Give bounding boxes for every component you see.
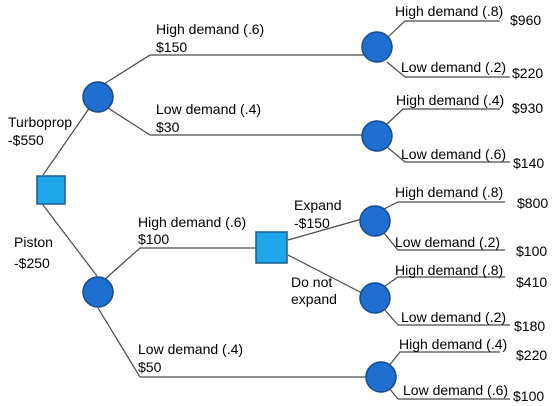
turboprop-high-label: High demand (.6): [156, 21, 264, 37]
branch-no-expand-low: [384, 309, 510, 326]
piston-low-high-label: High demand (.4): [399, 336, 507, 352]
piston-low-low-payoff: $100: [513, 388, 544, 404]
tree-labels: Turboprop -$550 Piston -$250 High demand…: [8, 3, 548, 404]
expand-low-payoff: $100: [516, 243, 547, 259]
piston-high-label: High demand (.6): [138, 214, 246, 230]
tree-branches: [42, 20, 510, 400]
turboprop-cost: -$550: [8, 132, 44, 148]
no-expand-chance-node: [359, 282, 391, 314]
turboprop-low-label: Low demand (.4): [156, 101, 261, 117]
no-expand-high-label: High demand (.8): [395, 262, 503, 278]
piston-low-high-payoff: $220: [516, 347, 547, 363]
piston-low-value: $50: [138, 359, 162, 375]
branch-piston-low-low: [388, 387, 510, 400]
expand-low-label: Low demand (.2): [395, 234, 500, 250]
piston-low-chance-node: [365, 361, 397, 393]
piston-low-low-label: Low demand (.6): [403, 382, 508, 398]
turboprop-low-high-label: High demand (.4): [396, 92, 504, 108]
branch-expand-low: [383, 232, 505, 251]
piston-cost: -$250: [14, 255, 50, 271]
turboprop-high-low-label: Low demand (.2): [401, 59, 506, 75]
branch-expand-high: [383, 201, 505, 210]
piston-label: Piston: [14, 234, 53, 250]
no-expand-high-payoff: $410: [516, 274, 547, 290]
turboprop-low-chance-node: [361, 120, 393, 152]
branch-turboprop-high-high: [386, 20, 500, 39]
expand-chance-node: [359, 205, 391, 237]
turboprop-low-low-payoff: $140: [513, 155, 544, 171]
turboprop-high-high-payoff: $960: [510, 12, 541, 28]
piston-chance-node: [82, 276, 114, 308]
no-expand-low-payoff: $180: [514, 318, 545, 334]
branch-root-piston: [42, 204, 98, 277]
turboprop-high-chance-node: [361, 31, 393, 63]
branch-turboprop-high-low: [386, 61, 510, 78]
branch-turboprop-low: [107, 107, 377, 136]
turboprop-low-value: $30: [156, 119, 180, 135]
piston-low-label: Low demand (.4): [138, 341, 243, 357]
expand-cost: -$150: [294, 215, 330, 231]
expand-decision-node: [255, 231, 288, 264]
expand-high-label: High demand (.8): [395, 184, 503, 200]
turboprop-high-low-payoff: $220: [512, 65, 543, 81]
branch-turboprop-low-high: [386, 108, 500, 125]
branch-turboprop-low-low: [386, 146, 510, 163]
piston-high-value: $100: [138, 231, 169, 247]
no-expand-label-line1: Do not: [291, 274, 332, 290]
branch-piston-high: [103, 247, 256, 281]
turboprop-low-high-payoff: $930: [512, 100, 543, 116]
root-decision-node: [36, 175, 66, 205]
turboprop-high-value: $150: [156, 39, 187, 55]
branch-root-turboprop: [42, 96, 98, 176]
tree-nodes: [36, 31, 397, 393]
turboprop-high-high-label: High demand (.8): [395, 3, 503, 19]
branch-piston-low-high: [387, 351, 500, 368]
no-expand-label-line2: expand: [291, 291, 337, 307]
branch-turboprop-high: [103, 54, 377, 85]
branch-piston-low: [97, 307, 367, 378]
turboprop-label: Turboprop: [8, 114, 72, 130]
expand-high-payoff: $800: [517, 195, 548, 211]
no-expand-low-label: Low demand (.2): [401, 309, 506, 325]
turboprop-chance-node: [82, 81, 114, 113]
branch-no-expand-high: [384, 276, 505, 287]
turboprop-low-low-label: Low demand (.6): [401, 146, 506, 162]
branch-no-expand: [287, 254, 363, 294]
expand-label: Expand: [294, 197, 341, 213]
branch-expand: [287, 218, 363, 241]
